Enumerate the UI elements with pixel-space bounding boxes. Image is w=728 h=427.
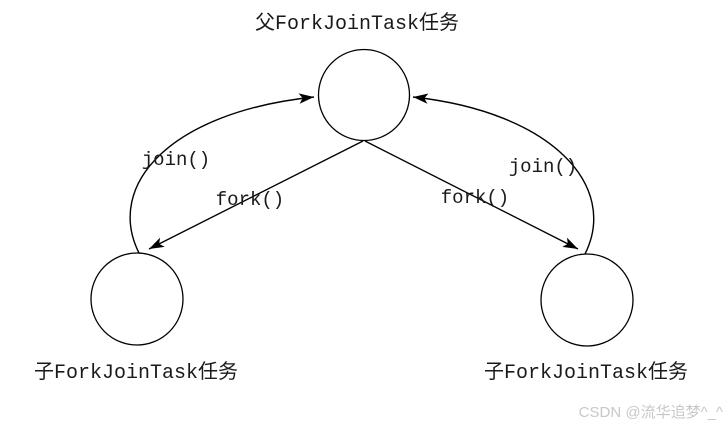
- parent-task-label: 父ForkJoinTask任务: [255, 11, 459, 36]
- fork-right-arrow: [364, 140, 579, 250]
- parent-task-node: [317, 48, 411, 142]
- join-right-arrow: [412, 93, 595, 255]
- fork-right-label: fork(): [441, 187, 509, 209]
- child-task-right-label: 子ForkJoinTask任务: [484, 360, 688, 385]
- join-left-label: join(): [142, 149, 210, 171]
- csdn-watermark: CSDN @流华追梦^_^: [579, 404, 723, 421]
- child-task-right-node: [540, 253, 634, 347]
- child-task-left-node: [90, 252, 184, 346]
- join-left-arrow: [129, 93, 315, 254]
- join-right-label: join(): [509, 156, 577, 178]
- fork-left-label: fork(): [216, 189, 284, 211]
- child-task-left-label: 子ForkJoinTask任务: [34, 360, 238, 385]
- fork-left-arrow: [148, 140, 364, 250]
